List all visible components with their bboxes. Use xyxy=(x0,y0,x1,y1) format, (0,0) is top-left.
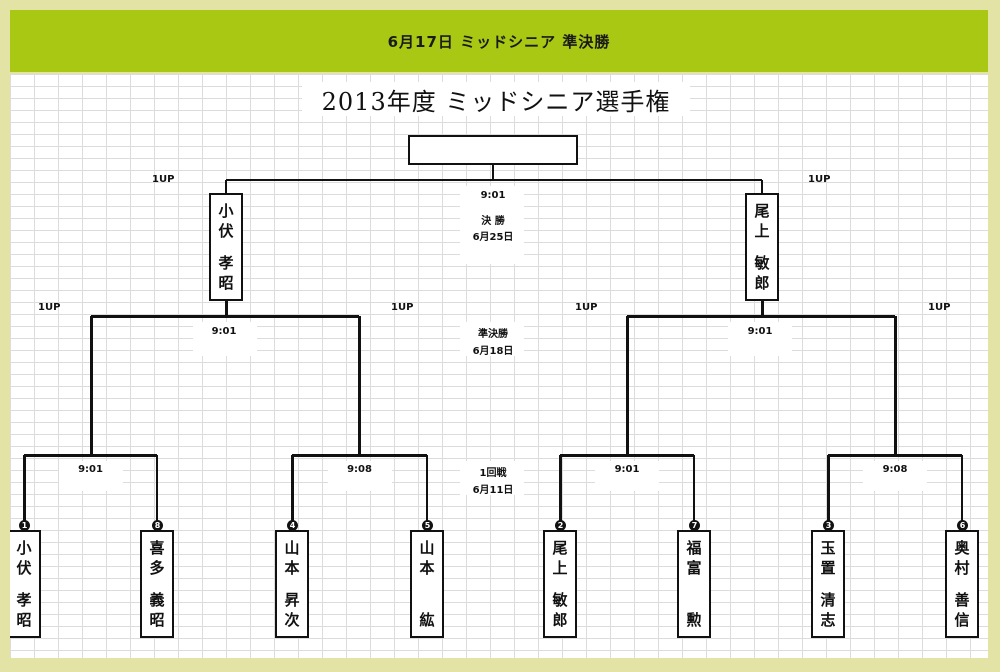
r1-time-pad-m2 xyxy=(327,461,392,491)
seed-badge: 3 xyxy=(823,520,834,531)
margin-label-q1: 1UP xyxy=(38,302,61,313)
sf-left-stem xyxy=(224,301,228,316)
final-info-pad xyxy=(460,186,524,264)
r1-drop-a-m3 xyxy=(558,455,562,530)
r1-drop-b-m4 xyxy=(961,455,963,530)
final-round-date: 6月25日 xyxy=(472,232,514,243)
margin-label-final-right: 1UP xyxy=(808,174,831,185)
final-round-name: 決 勝 xyxy=(481,216,505,227)
r1-time-m1: 9:01 xyxy=(78,464,103,475)
header-bar: 6月17日 ミッドシニア 準決勝 xyxy=(10,10,988,72)
sf-left-time-pad xyxy=(193,322,257,356)
first-round-name: 1回戦 xyxy=(479,468,507,479)
player-box-8: 奥村善信 xyxy=(945,530,979,638)
r1-time-m2: 9:08 xyxy=(347,464,372,475)
r1-info-pad xyxy=(460,461,524,495)
r1-bar-m4 xyxy=(828,453,962,457)
player-box-7: 玉置清志 xyxy=(811,530,845,638)
player-box-3: 山本昇次 xyxy=(275,530,309,638)
sf-left-bar xyxy=(91,314,359,318)
margin-label-q2: 1UP xyxy=(391,302,414,313)
tournament-title: 2013年度 ミッドシニア選手権 xyxy=(302,82,690,116)
sf-left-drop-b xyxy=(357,316,361,455)
r1-time-pad-m3 xyxy=(595,461,659,491)
r1-bar-m3 xyxy=(560,453,694,457)
first-round-date: 6月11日 xyxy=(472,485,514,496)
r1-drop-b-m1 xyxy=(156,455,158,530)
player-box-1: 小伏孝昭 xyxy=(10,530,41,638)
sf-left-time: 9:01 xyxy=(211,326,237,337)
r1-bar-m1 xyxy=(24,453,157,457)
final-bracket-line xyxy=(226,179,762,181)
r1-drop-b-m3 xyxy=(693,455,695,530)
r1-time-m4: 9:08 xyxy=(882,464,908,475)
player-box-6: 福富勲 xyxy=(677,530,711,638)
margin-label-q3: 1UP xyxy=(575,302,598,313)
seed-badge: 4 xyxy=(287,520,298,531)
sf-right-drop-b xyxy=(893,316,897,455)
final-right-line xyxy=(761,180,763,193)
r1-time-pad-m1 xyxy=(58,461,123,491)
margin-label-final-left: 1UP xyxy=(152,174,175,185)
seed-badge: 5 xyxy=(422,520,433,531)
player-box-5: 尾上敏郎 xyxy=(543,530,577,638)
margin-label-q4: 1UP xyxy=(928,302,951,313)
r1-drop-b-m2 xyxy=(426,455,428,530)
semifinal-winner-right: 尾上敏郎 xyxy=(745,193,779,301)
header-title: 6月17日 ミッドシニア 準決勝 xyxy=(387,32,611,51)
semifinal-round-date: 6月18日 xyxy=(472,346,514,357)
sf-right-stem xyxy=(760,301,764,316)
semifinal-winner-left: 小伏孝昭 xyxy=(209,193,243,301)
r1-time-m3: 9:01 xyxy=(614,464,640,475)
final-time: 9:01 xyxy=(480,190,506,201)
player-box-4: 山本紘 xyxy=(410,530,444,638)
final-connector-line xyxy=(492,165,494,180)
r1-bar-m2 xyxy=(292,453,427,457)
player-box-2: 喜多義昭 xyxy=(140,530,174,638)
r1-drop-a-m1 xyxy=(22,455,26,530)
seed-badge: 1 xyxy=(19,520,30,531)
sf-right-time: 9:01 xyxy=(747,326,773,337)
r1-time-pad-m4 xyxy=(863,461,927,491)
seed-badge: 6 xyxy=(957,520,968,531)
seed-badge: 2 xyxy=(555,520,566,531)
r1-drop-a-m2 xyxy=(290,455,294,530)
seed-badge: 8 xyxy=(152,520,163,531)
r1-drop-a-m4 xyxy=(826,455,830,530)
final-winner-box xyxy=(408,135,578,165)
sf-right-bar xyxy=(627,314,895,318)
final-left-line xyxy=(225,180,227,193)
sf-right-time-pad xyxy=(728,322,792,356)
sf-right-drop-a xyxy=(625,316,629,455)
sf-info-pad xyxy=(460,322,524,356)
sf-left-drop-a xyxy=(89,316,93,455)
seed-badge: 7 xyxy=(689,520,700,531)
semifinal-round-name: 準決勝 xyxy=(478,329,508,340)
